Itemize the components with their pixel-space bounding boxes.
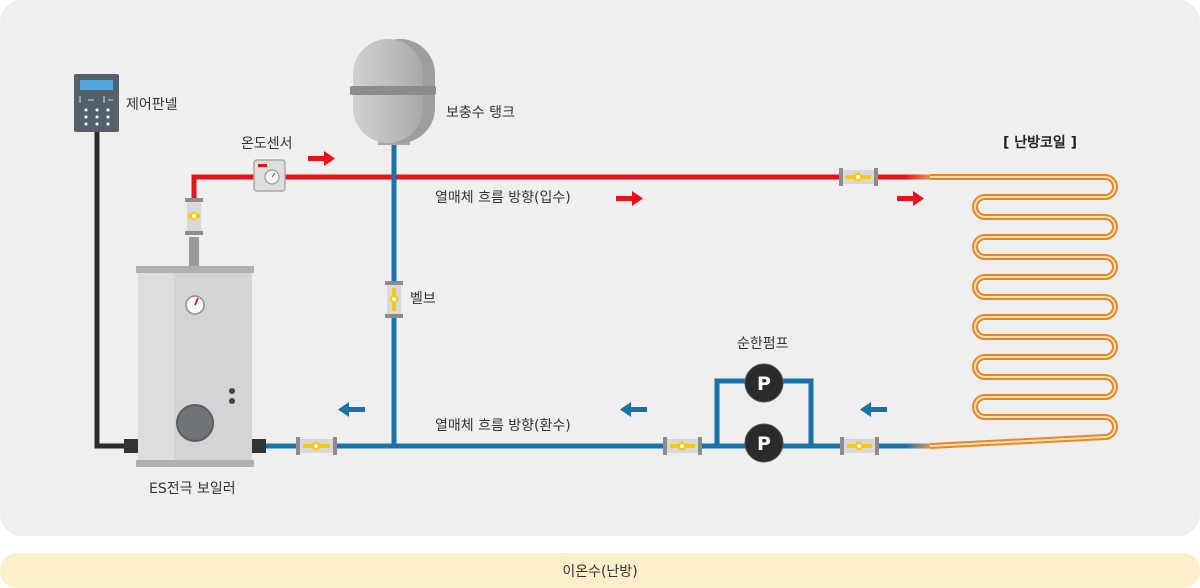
pump-symbol: P <box>757 433 771 455</box>
boiler-icon <box>124 266 266 467</box>
heating-coil-inner <box>929 176 1116 447</box>
valve-icon <box>839 168 878 186</box>
heating-coil-label: [ 난방코일 ] <box>1003 135 1078 151</box>
valve-label: 벨브 <box>410 291 436 307</box>
valve-icon <box>840 437 879 455</box>
valve-icon <box>296 437 337 455</box>
control-cable <box>94 130 130 449</box>
boiler-outlet-pipe <box>189 237 199 266</box>
supply-pipe <box>191 174 910 200</box>
flow-arrow-icon <box>860 402 887 417</box>
valve-icon <box>185 198 203 235</box>
expansion-tank-label: 보충수 탱크 <box>446 105 515 121</box>
boiler-label: ES전극 보일러 <box>149 481 236 497</box>
flow-arrow-icon <box>338 402 365 417</box>
pump-icon: P <box>744 423 784 463</box>
footer-label: 이온수(난방) <box>562 564 638 580</box>
valve-icon <box>663 437 702 455</box>
circulation-pump-label: 순한펌프 <box>737 336 789 352</box>
control-panel-icon <box>74 74 119 132</box>
heating-system-diagram: P P <box>74 39 1118 467</box>
valve-icon <box>385 281 403 318</box>
flow-arrow-icon <box>308 151 335 166</box>
flow-arrow-icon <box>897 191 924 206</box>
flow-arrow-icon <box>620 402 647 417</box>
flow-return-label: 열매체 흐름 방향(환수) <box>435 418 571 434</box>
footer-bar <box>0 553 1200 588</box>
temperature-sensor-icon <box>253 159 286 192</box>
supply-pipe-gradient <box>905 174 935 180</box>
expansion-tank-icon <box>350 39 436 145</box>
flow-arrow-icon <box>616 191 643 206</box>
control-panel-label: 제어판넬 <box>126 97 178 113</box>
flow-supply-label: 열매체 흐름 방향(입수) <box>435 190 571 206</box>
temp-sensor-label: 온도센서 <box>241 136 293 152</box>
pump-icon: P <box>744 363 784 403</box>
return-pipe-gradient <box>905 443 935 449</box>
pump-symbol: P <box>757 373 771 395</box>
